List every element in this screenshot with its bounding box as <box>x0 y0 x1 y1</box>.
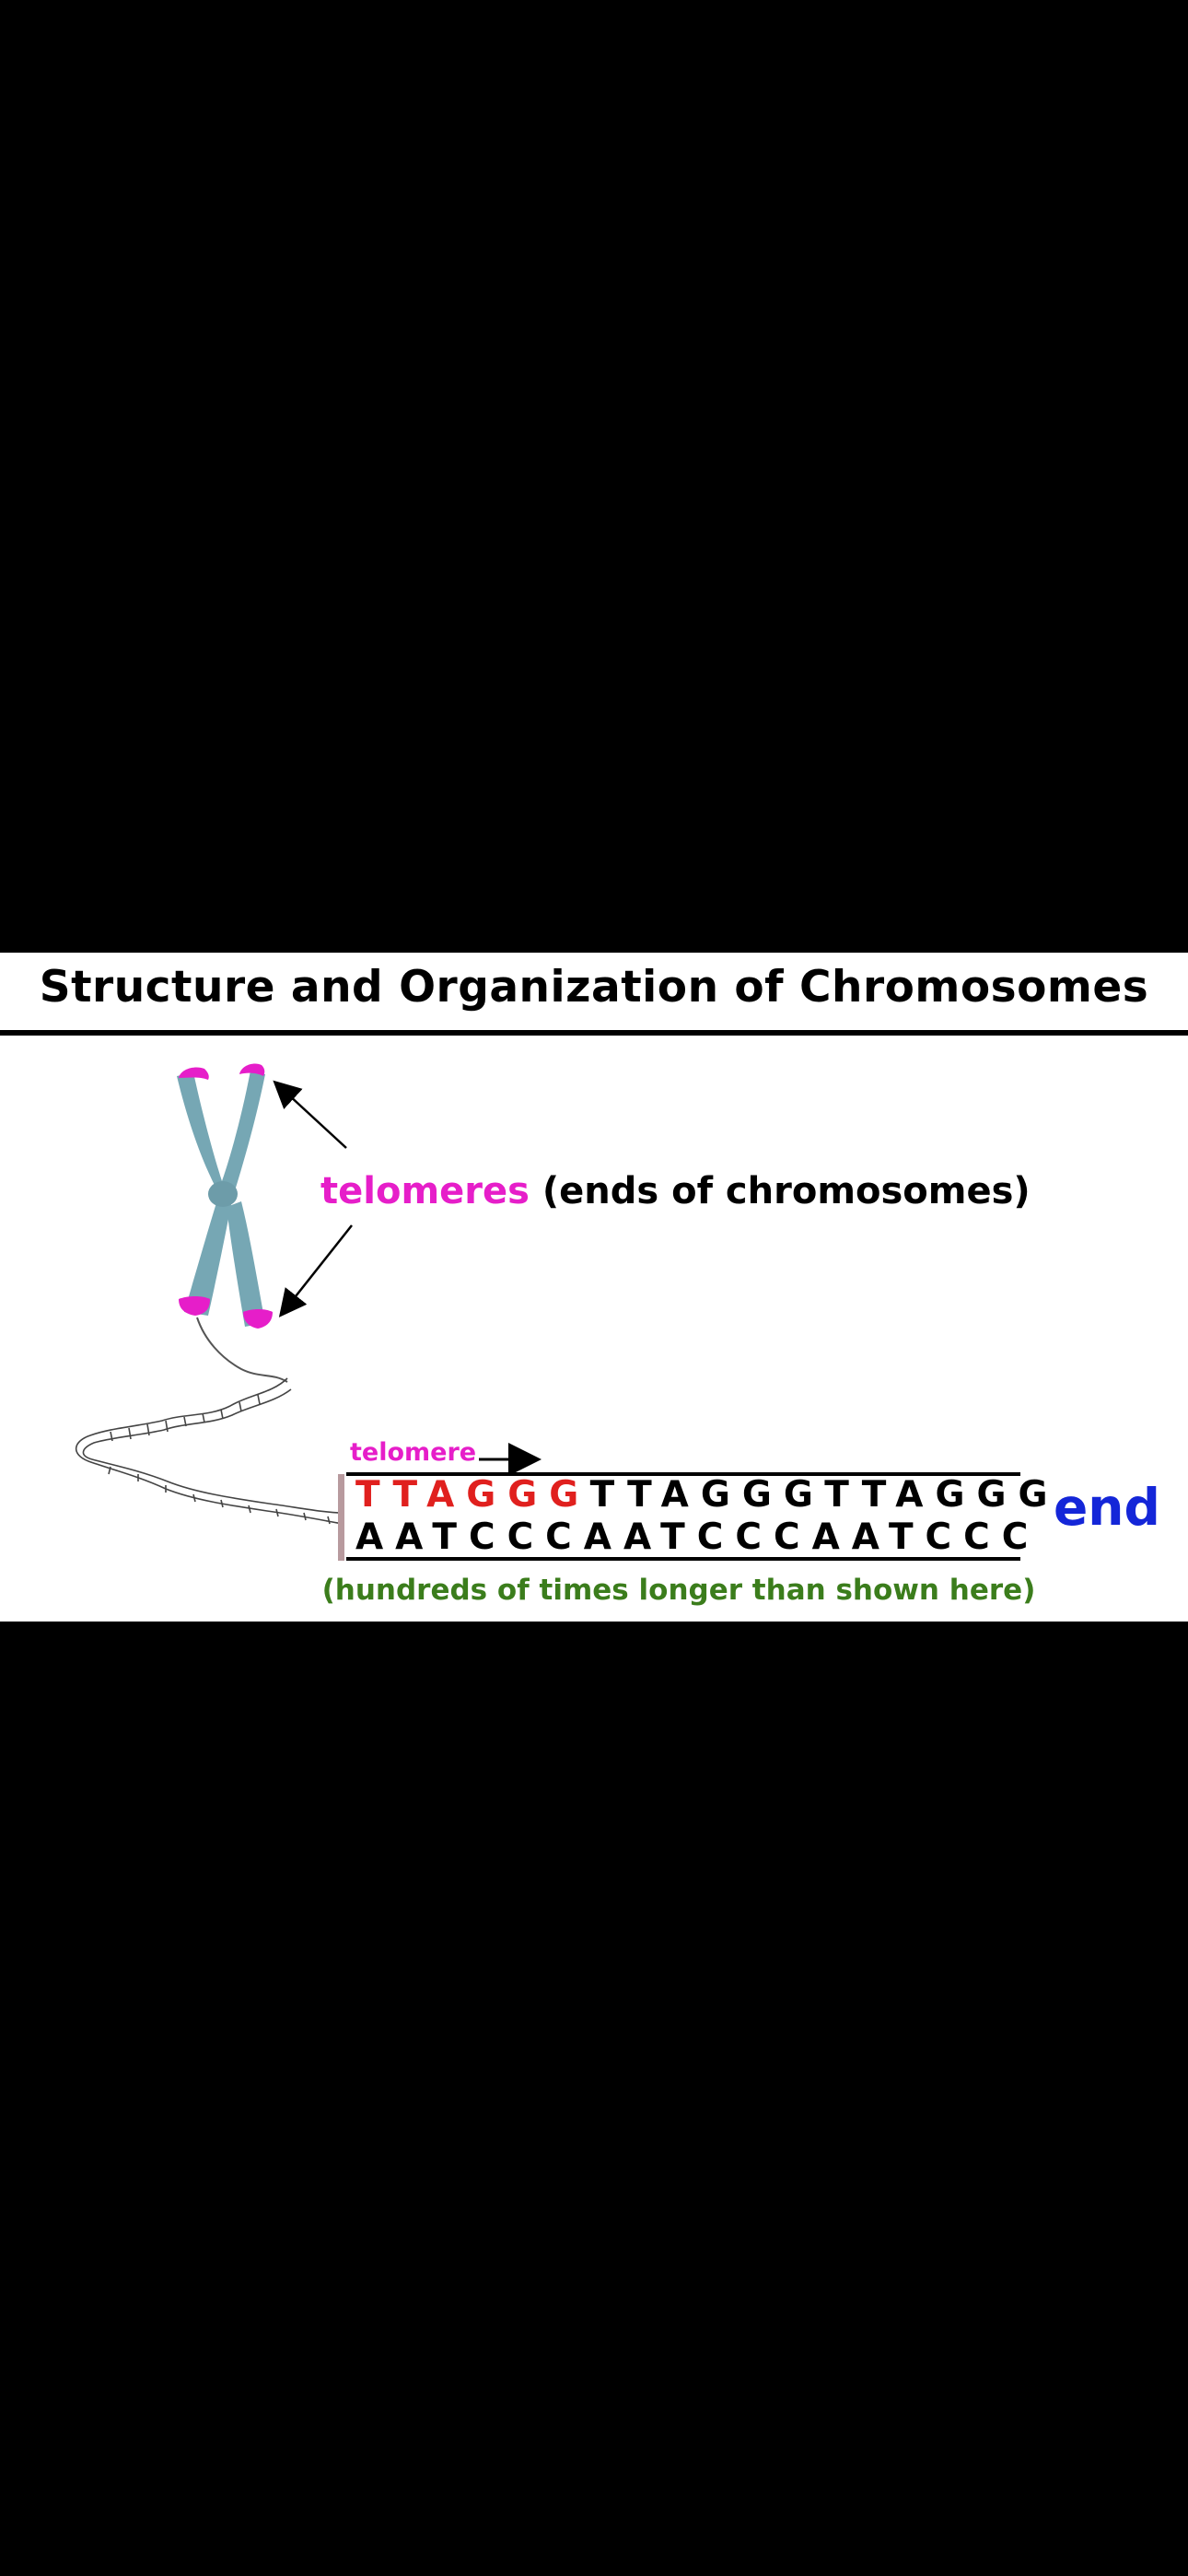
sequence-top-strand: TTAGGGTTAGGGTTAGGG <box>355 1474 1060 1516</box>
centromere <box>208 1181 238 1207</box>
page-title: Structure and Organization of Chromosome… <box>39 962 1149 1013</box>
title-divider <box>0 1030 1188 1036</box>
sequence-bottom-strand: AATCCCAATCCCAATCCC <box>355 1516 1041 1558</box>
chromosome <box>177 1063 273 1329</box>
chromatin-fiber <box>196 1317 288 1383</box>
telomeres-word: telomeres <box>320 1170 530 1212</box>
sequence-top-rest: TTAGGGTTAGGG <box>589 1474 1060 1516</box>
telomere-cap-bottom-left <box>179 1296 210 1316</box>
arrow-to-bottom-telomere <box>278 1224 353 1317</box>
end-label: end <box>1054 1478 1160 1537</box>
telomeres-label: telomeres (ends of chromosomes) <box>320 1170 1031 1212</box>
telomere-small-label: telomere <box>350 1438 477 1467</box>
telomere-cap-top-right <box>239 1063 265 1076</box>
chromosome-arm-right <box>227 1201 265 1327</box>
telomeres-description: (ends of chromosomes) <box>542 1170 1031 1212</box>
telomere-cap-bottom-right <box>243 1309 273 1329</box>
dna-helix <box>75 1377 344 1525</box>
chromosome-illustration <box>75 1063 1020 1561</box>
length-note: (hundreds of times longer than shown her… <box>321 1574 1036 1607</box>
telomere-repeat-highlight: TTAGGG <box>355 1474 590 1516</box>
helix-end-marker <box>338 1474 344 1561</box>
telomere-cap-top-left <box>179 1067 209 1080</box>
diagram-panel: Structure and Organization of Chromosome… <box>0 953 1188 1622</box>
arrow-to-top-telomere <box>273 1080 347 1149</box>
